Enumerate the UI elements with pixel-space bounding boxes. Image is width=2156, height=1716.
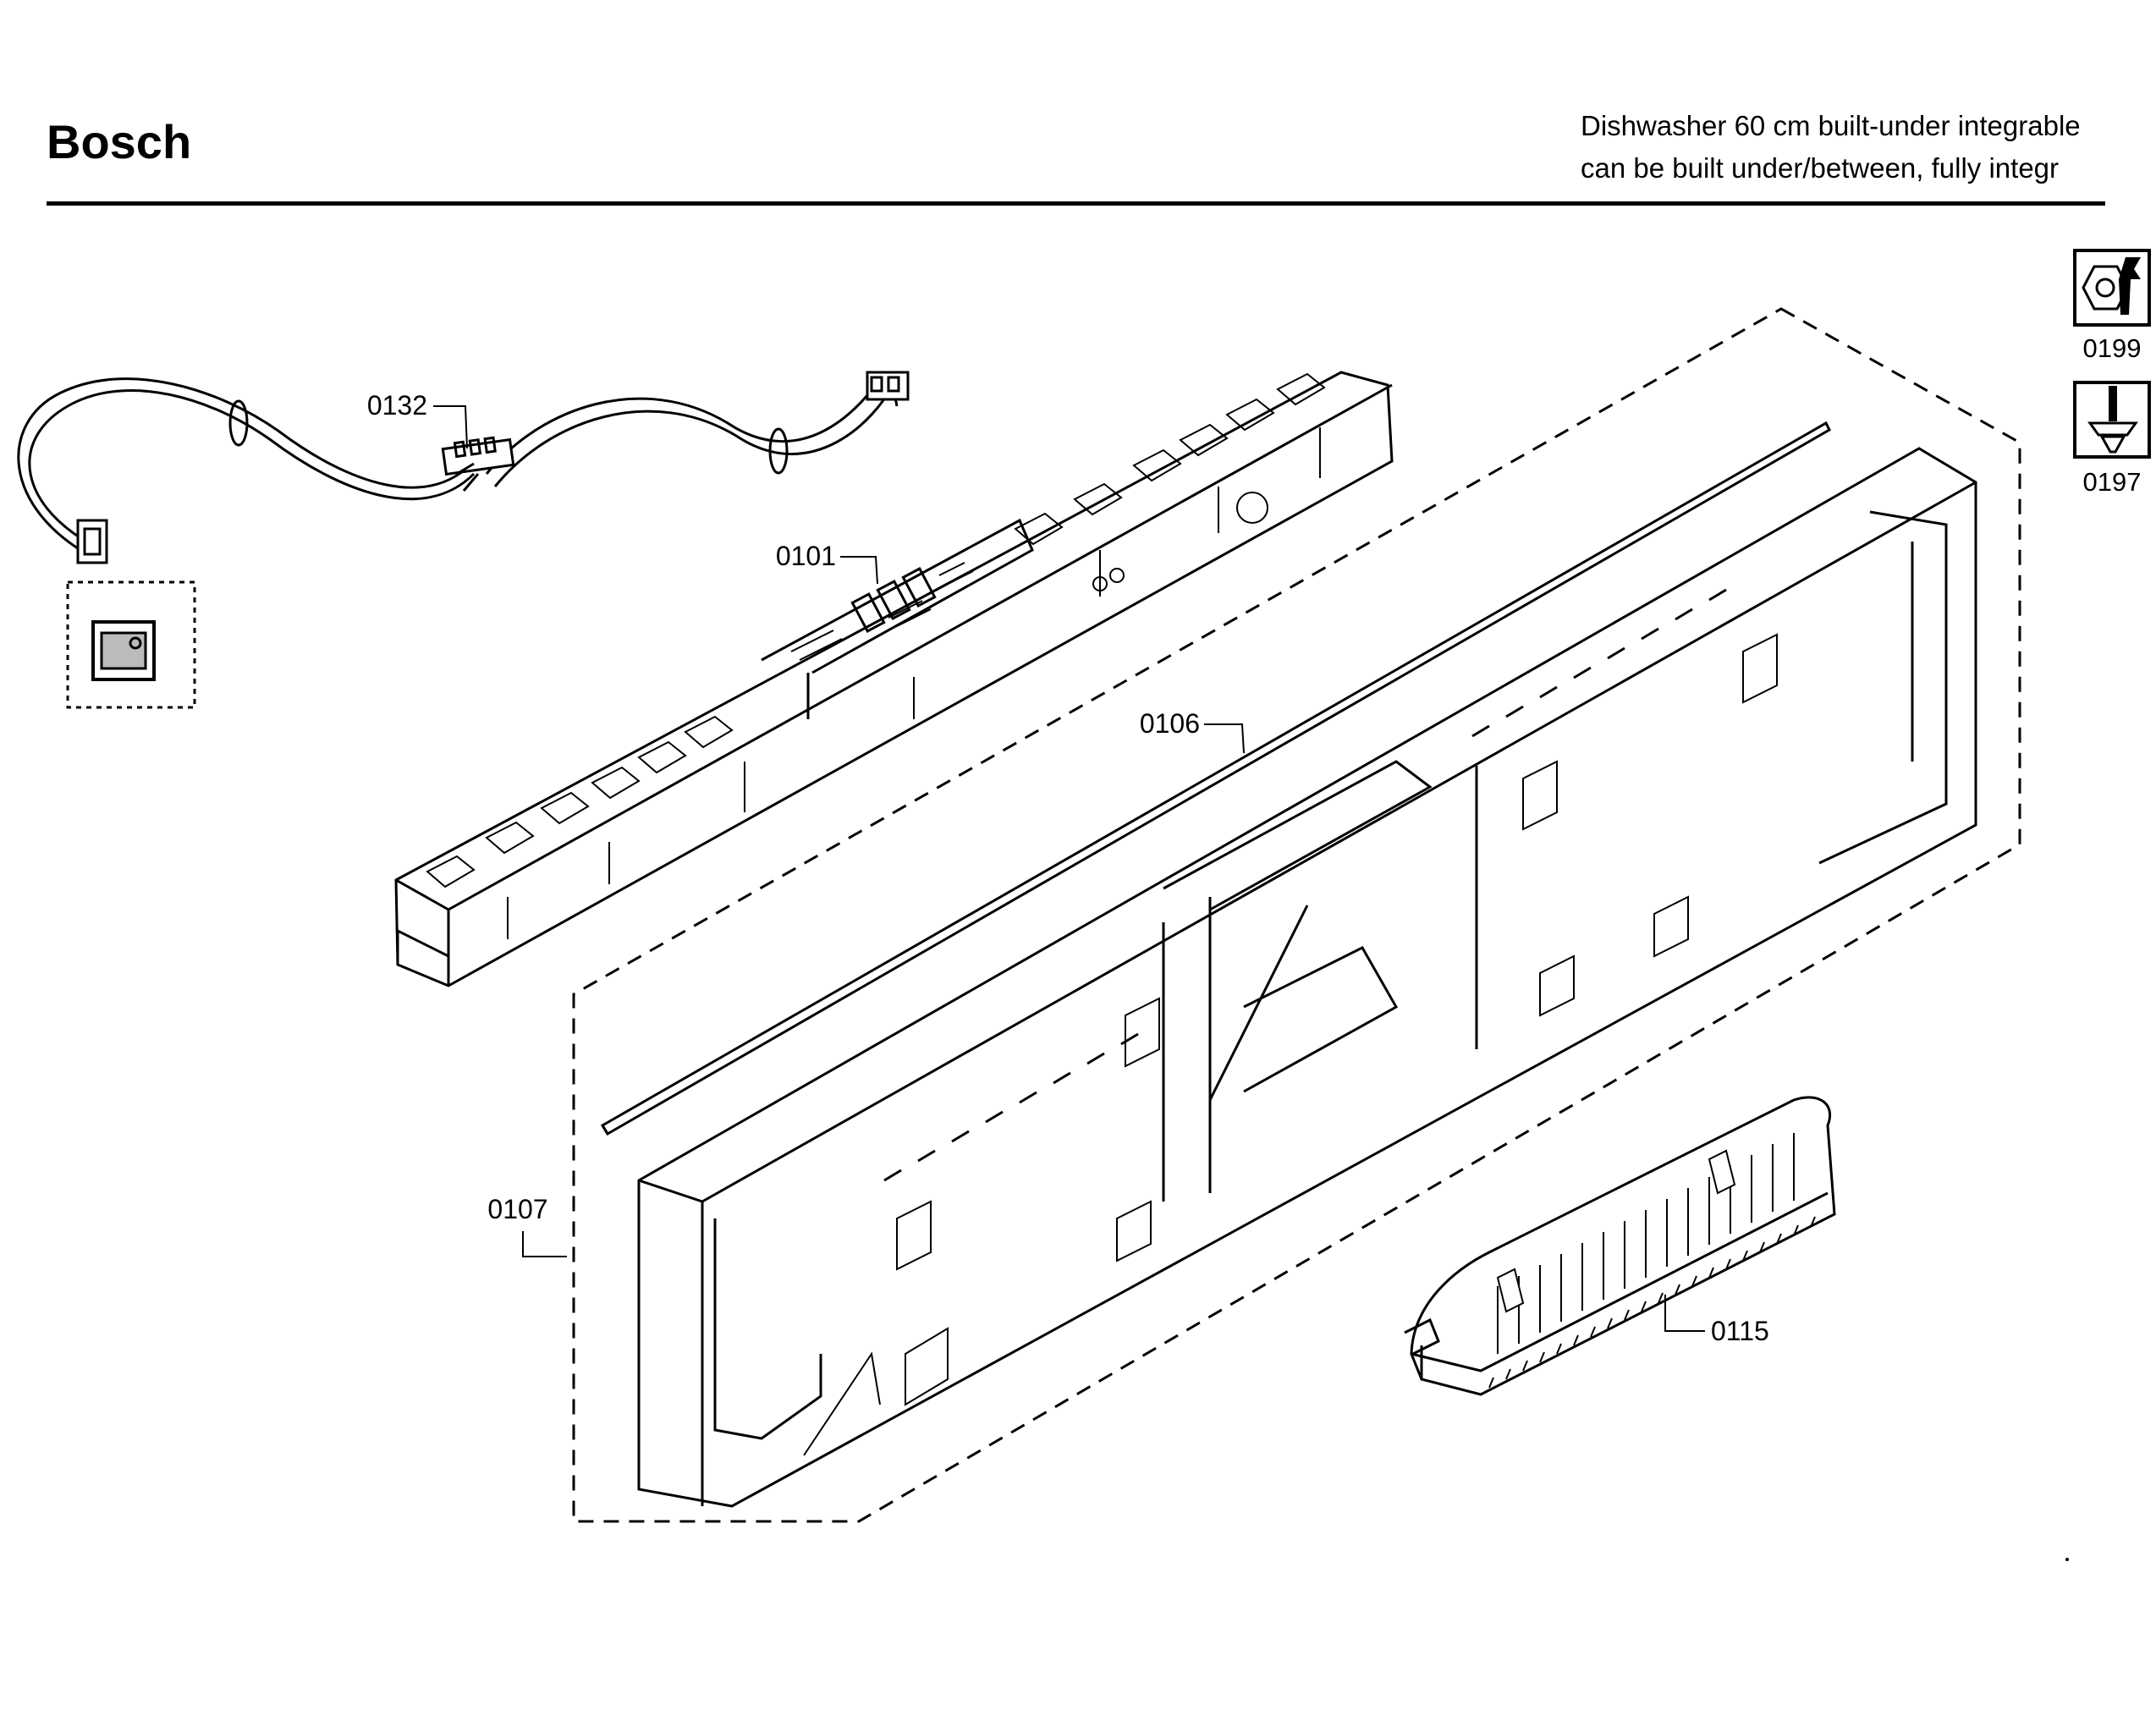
part-0107-housing: [637, 447, 1977, 1508]
part-label-0101: 0101: [776, 541, 836, 571]
callout-0107: 0107: [487, 1194, 567, 1257]
tool-0197: 0197: [2073, 381, 2151, 497]
part-label-0132: 0132: [367, 390, 427, 421]
part-label-0107: 0107: [487, 1194, 547, 1224]
part-label-0115: 0115: [1711, 1316, 1769, 1346]
callout-0101: 0101: [776, 541, 878, 585]
callout-0115: 0115: [1664, 1295, 1769, 1346]
stray-mark: [2065, 1558, 2069, 1561]
part-0132-wiring-harness: [17, 371, 910, 709]
wrench-nut-icon: [2073, 249, 2151, 327]
brand-title: Bosch: [47, 115, 192, 168]
assembly-outline: [572, 307, 2021, 1523]
callout-0132: 0132: [367, 390, 468, 449]
part-0101-control-module: [394, 371, 1394, 987]
header-rule: [47, 201, 2105, 206]
part-0106-seal-strip: [600, 421, 1831, 1136]
model-description-line-1: Dishwasher 60 cm built-under integrable: [1581, 110, 2081, 141]
part-label-0106: 0106: [1140, 708, 1200, 739]
tool-code-0199: 0199: [2083, 333, 2142, 363]
model-description-line-2: can be built under/between, fully integr: [1581, 152, 2060, 184]
part-0115-cover: [1404, 1096, 1836, 1396]
tool-0199: 0199: [2073, 249, 2151, 363]
callout-0106: 0106: [1140, 708, 1245, 754]
screwdriver-icon: [2073, 381, 2151, 459]
tool-code-0197: 0197: [2083, 467, 2142, 497]
